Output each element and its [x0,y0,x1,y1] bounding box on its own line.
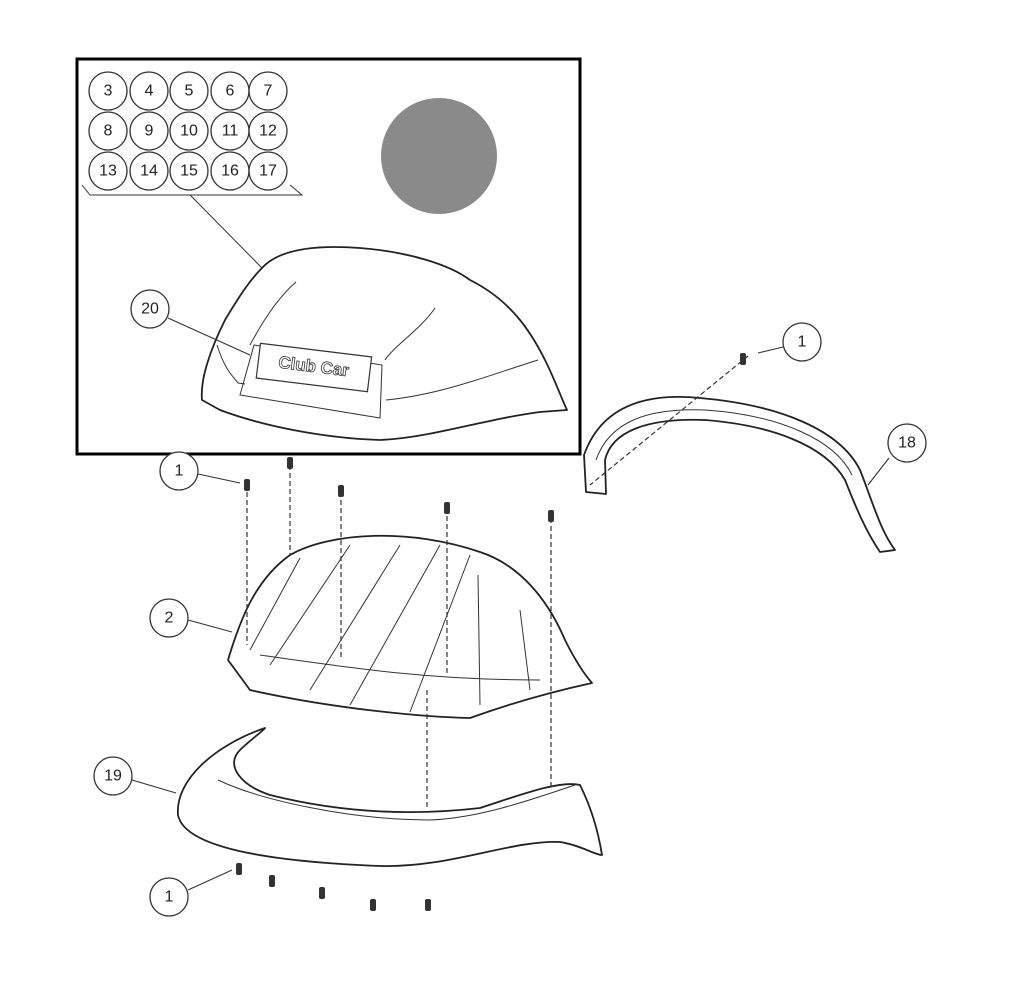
screw-icon [236,863,242,875]
callout-6: 6 [210,71,250,111]
screw-icon [244,479,250,491]
callout-trim-right: 18 [887,423,927,463]
grid-bracket [81,184,304,269]
callout-label: 3 [104,83,113,100]
callout-5: 5 [169,71,209,111]
callout-label: 13 [99,163,117,180]
front-trim-19 [177,727,603,867]
callout-17: 17 [248,151,288,191]
callout-label: 7 [264,83,273,100]
callout-20: 20 [130,289,170,329]
gray-marker [381,98,497,214]
screw-icon [370,899,376,911]
callout-label: 9 [145,123,154,140]
screw-icon [319,887,325,899]
screw-icon [444,502,450,514]
callout-9: 9 [129,111,169,151]
callout-label: 20 [141,301,159,318]
callout-13: 13 [88,151,128,191]
callout-10: 10 [169,111,209,151]
callout-frame: 2 [149,598,189,638]
screw-icon [548,510,554,522]
callout-15: 15 [169,151,209,191]
callout-label: 18 [898,435,916,452]
callout-label: 6 [226,83,235,100]
callout-label: 19 [104,768,122,785]
screws [236,353,746,911]
callout-label: 4 [145,83,154,100]
callout-label: 12 [259,123,277,140]
callout-7: 7 [248,71,288,111]
callout-11: 11 [210,111,250,151]
callout-3: 3 [88,71,128,111]
callout-label: 1 [165,889,174,906]
club-car-badge [255,342,373,393]
callout-label: 1 [175,463,184,480]
callout-8: 8 [88,111,128,151]
callout-label: 14 [140,163,158,180]
callout-label: 17 [259,163,277,180]
callout-16: 16 [210,151,250,191]
side-trim-18 [583,396,896,553]
callout-grid: 3 4 5 6 7 8 9 10 11 12 13 14 15 16 17 [88,71,288,191]
callout-4: 4 [129,71,169,111]
callout-label: 8 [104,123,113,140]
roof-frame-2 [227,534,593,719]
screw-icon [740,353,746,365]
screw-icon [269,875,275,887]
screw-icon [287,457,293,469]
callout-label: 11 [222,123,239,140]
callout-trim-front: 19 [93,756,133,796]
callout-14: 14 [129,151,169,191]
callout-label: 1 [798,334,807,351]
callout-label: 15 [180,163,198,180]
callout-label: 10 [180,123,198,140]
screw-icon [338,485,344,497]
callout-screw-top-right: 1 [782,322,822,362]
callout-label: 16 [221,163,239,180]
callout-label: 5 [185,83,194,100]
callout-screw-bottom: 1 [149,877,189,917]
callout-12: 12 [248,111,288,151]
roof-cover: Club Car [200,246,568,441]
callout-label: 2 [165,610,174,627]
screw-icon [425,899,431,911]
callout-screw-top-left: 1 [159,451,199,491]
